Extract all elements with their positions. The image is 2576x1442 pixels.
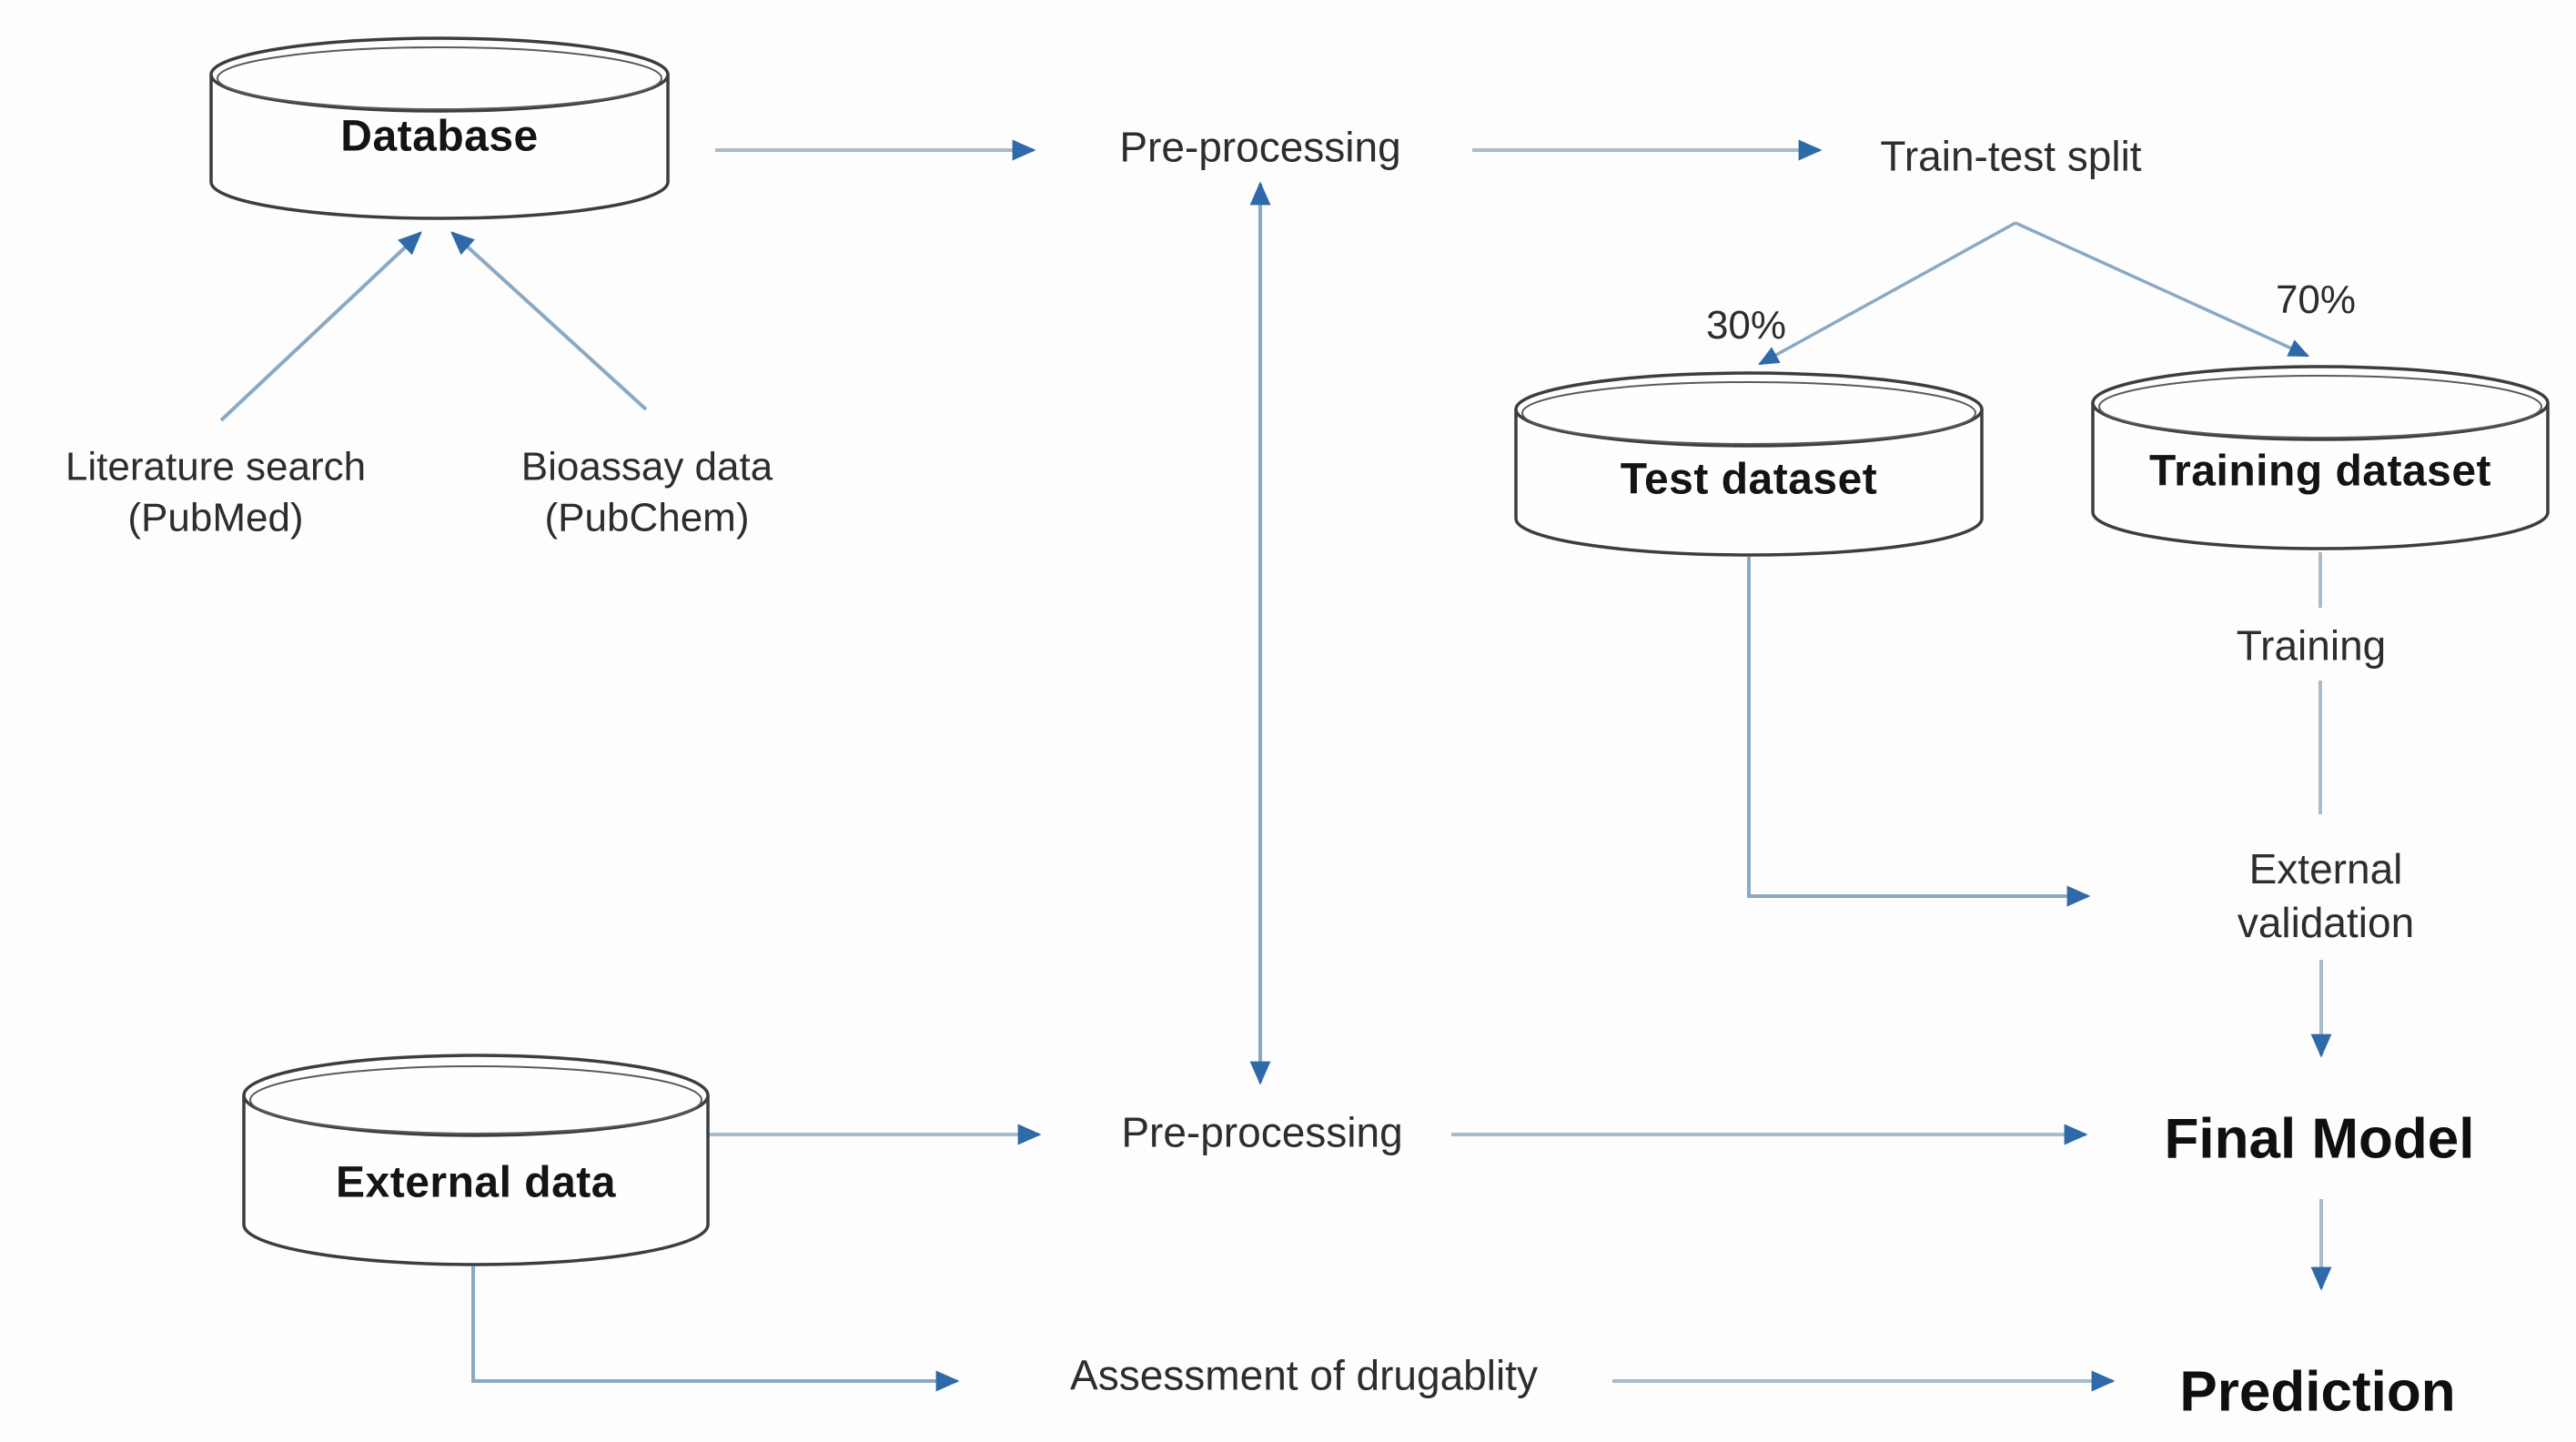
literature-search-line2: (PubMed) — [127, 496, 304, 540]
arrow-externaldata-to-assessment — [471, 1266, 960, 1392]
external-validation-label: External validation — [2238, 842, 2414, 950]
assessment-label: Assessment of drugablity — [1070, 1351, 1538, 1399]
database-node-label: Database — [340, 112, 539, 161]
test-dataset-cylinder — [1514, 371, 1984, 557]
external-data-node-label: External data — [336, 1158, 616, 1207]
arrow-testdataset-to-externalvalidation — [1747, 557, 2091, 907]
database-cylinder — [209, 36, 670, 220]
training-step-label: Training — [2236, 621, 2387, 670]
external-validation-line2: validation — [2237, 899, 2415, 946]
bioassay-data-label: Bioassay data (PubChem) — [521, 442, 773, 545]
bioassay-data-line1: Bioassay data — [520, 444, 773, 489]
preprocessing-top-label: Pre-processing — [1119, 123, 1401, 171]
arrow-split-to-training-dataset — [2015, 221, 2310, 358]
test-percent-label: 30% — [1705, 302, 1787, 348]
prediction-label: Prediction — [2179, 1360, 2456, 1424]
final-model-label: Final Model — [2164, 1107, 2475, 1171]
literature-search-label: Literature search (PubMed) — [66, 442, 366, 545]
test-dataset-node-label: Test dataset — [1620, 455, 1878, 504]
arrow-literature-to-database — [219, 231, 422, 422]
training-dataset-node-label: Training dataset — [2148, 447, 2492, 496]
arrow-split-to-test-dataset — [1758, 221, 2016, 366]
training-dataset-cylinder — [2091, 365, 2550, 550]
train-test-split-label: Train-test split — [1880, 132, 2142, 180]
preprocessing-bottom-label: Pre-processing — [1121, 1108, 1403, 1156]
arrow-bioassay-to-database — [450, 231, 648, 411]
train-percent-label: 70% — [2275, 277, 2357, 322]
external-validation-line1: External — [2248, 845, 2403, 893]
bioassay-data-line2: (PubChem) — [544, 496, 750, 540]
literature-search-line1: Literature search — [65, 444, 367, 489]
external-data-cylinder — [242, 1054, 710, 1266]
